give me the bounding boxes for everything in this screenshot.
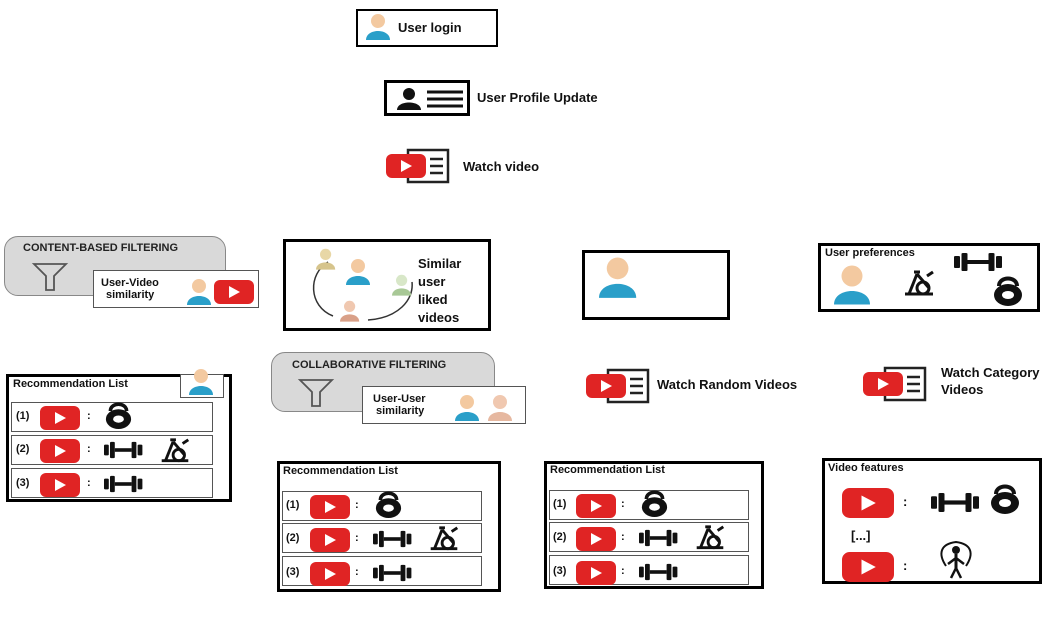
rec-row-3-number: (3) [286, 566, 300, 578]
similar-users-line2: user [418, 274, 446, 289]
video-features-ellipsis: [...] [851, 528, 871, 543]
user-login-label: User login [398, 20, 462, 35]
recommendation-list-title: Recommendation List [550, 464, 665, 476]
dumbbell-icon [639, 529, 678, 547]
rec-row-3-colon: : [355, 566, 359, 578]
youtube-icon [576, 561, 616, 585]
recommendation-list-title: Recommendation List [13, 378, 128, 390]
watch-video-icon [386, 148, 450, 184]
youtube-icon [40, 439, 80, 463]
watch-video-label: Watch video [463, 159, 540, 174]
kettlebell-icon [104, 402, 133, 431]
dumbbell-icon [954, 253, 1002, 271]
youtube-icon [576, 494, 616, 518]
user-user-similarity-line1: User-User [373, 393, 426, 405]
rec-row-1-number: (1) [16, 410, 30, 422]
youtube-icon [40, 473, 80, 497]
recommendation-list-title: Recommendation List [283, 465, 398, 477]
user-avatar-icon [834, 265, 870, 305]
youtube-icon [842, 488, 894, 518]
watch-category-line2: Videos [941, 382, 984, 397]
rec-row-1-colon: : [355, 499, 359, 511]
watch-random-label: Watch Random Videos [657, 377, 798, 392]
profile-card-icon [384, 80, 470, 116]
rec-row-2-colon: : [87, 443, 91, 455]
dumbbell-icon [639, 563, 678, 581]
kettlebell-icon [989, 484, 1021, 516]
user-avatar-icon [189, 369, 213, 395]
rec-row-1-number: (1) [286, 499, 300, 511]
video-features-title: Video features [828, 462, 904, 474]
exercise-bike-icon [429, 526, 459, 551]
rec-row-3-colon: : [621, 565, 625, 577]
similar-user-icon [488, 395, 512, 421]
dumbbell-icon [373, 530, 412, 548]
youtube-icon [310, 495, 350, 519]
rec-row-2-colon: : [355, 532, 359, 544]
video-features-colon-1: : [903, 494, 908, 509]
dumbbell-icon [104, 441, 143, 459]
similar-users-line3: liked [418, 292, 448, 307]
user-avatar-icon [187, 279, 211, 305]
user-preferences-title: User preferences [825, 247, 915, 259]
profile-update-label: User Profile Update [477, 90, 598, 105]
rec-row-2-number: (2) [286, 532, 300, 544]
rec-row-2-colon: : [621, 531, 625, 543]
rec-row-1-colon: : [87, 410, 91, 422]
similar-users-line4: videos [418, 310, 460, 325]
user-user-similarity-line2: similarity [376, 405, 425, 417]
jump-rope-icon [939, 540, 973, 580]
kettlebell-icon [374, 491, 403, 520]
video-features-colon-2: : [903, 558, 908, 573]
user-network-icon [312, 248, 413, 322]
rec-row-3-colon: : [87, 477, 91, 489]
funnel-icon [297, 379, 335, 407]
user-avatar-icon [599, 257, 637, 298]
exercise-bike-icon [160, 438, 190, 463]
rec-row-3-number: (3) [553, 565, 567, 577]
youtube-icon [214, 280, 254, 304]
youtube-icon [310, 562, 350, 586]
dumbbell-icon [373, 564, 412, 582]
kettlebell-icon [992, 276, 1024, 308]
youtube-icon [576, 527, 616, 551]
kettlebell-icon [640, 490, 669, 519]
user-video-similarity-line1: User-Video [101, 277, 159, 289]
youtube-icon [40, 406, 80, 430]
watch-random-icon [586, 368, 650, 404]
rec-row-2-number: (2) [16, 443, 30, 455]
rec-row-1-number: (1) [553, 498, 567, 510]
content-based-title: CONTENT-BASED FILTERING [23, 242, 179, 254]
similar-users-line1: Similar [418, 256, 462, 271]
exercise-bike-icon [695, 525, 725, 550]
youtube-icon [310, 528, 350, 552]
watch-category-line1: Watch Category [941, 365, 1040, 380]
rec-row-3-number: (3) [16, 477, 30, 489]
rec-row-1-colon: : [621, 498, 625, 510]
dumbbell-icon [104, 475, 143, 493]
user-avatar-icon [455, 395, 479, 421]
new-user-box [582, 250, 730, 320]
watch-category-icon [863, 366, 927, 402]
user-video-similarity-line2: similarity [106, 289, 155, 301]
rec-row-2-number: (2) [553, 531, 567, 543]
funnel-icon [31, 263, 69, 291]
dumbbell-icon [931, 493, 979, 512]
exercise-bike-icon [903, 270, 935, 296]
user-avatar-icon [366, 14, 390, 40]
youtube-icon [842, 552, 894, 582]
collaborative-title: COLLABORATIVE FILTERING [292, 359, 447, 371]
